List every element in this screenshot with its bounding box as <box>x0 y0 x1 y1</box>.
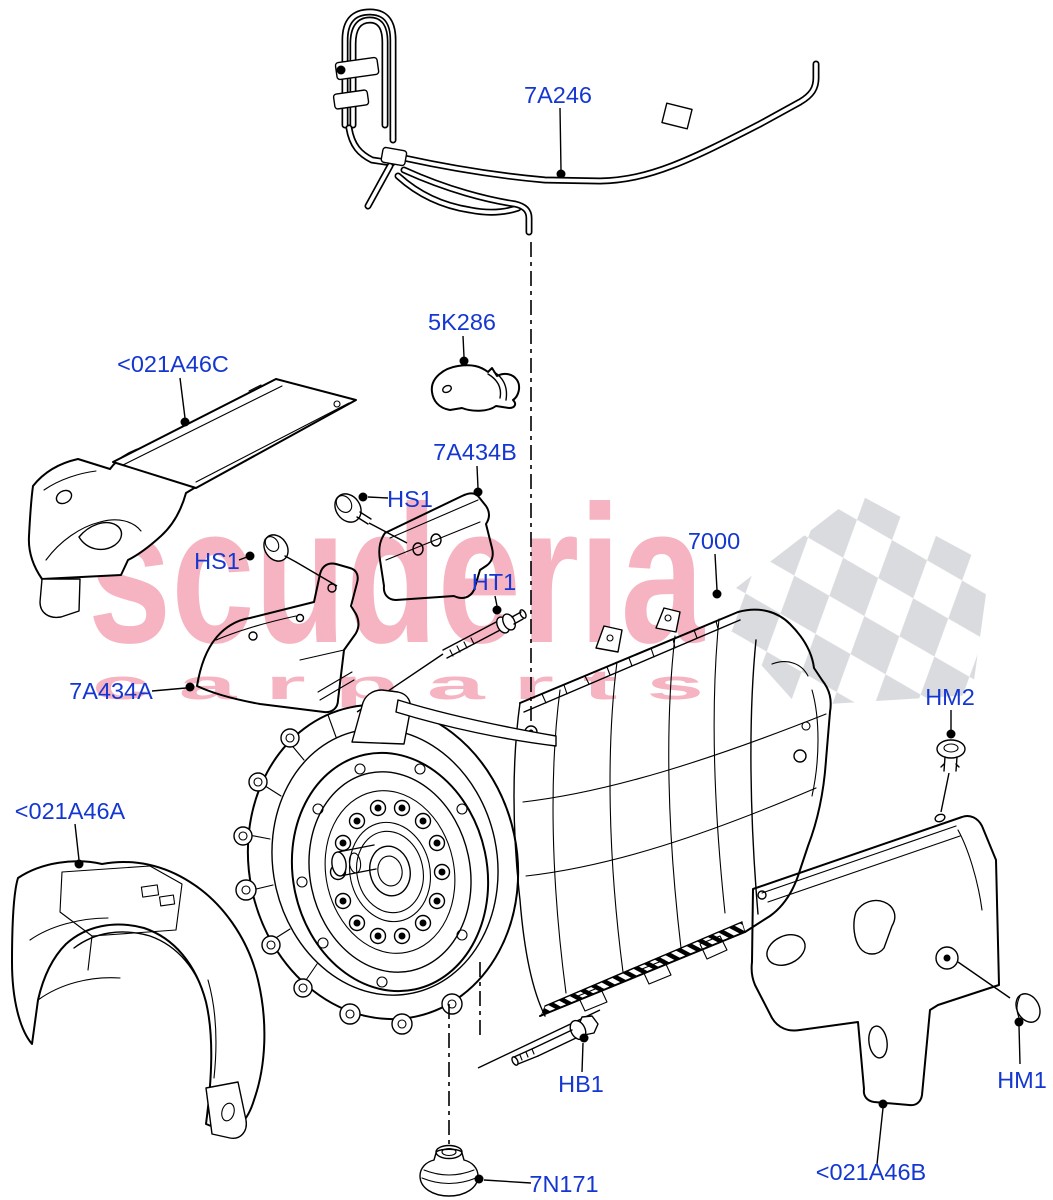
callout-5K286[interactable]: 5K286 <box>428 309 496 335</box>
callout-HT1[interactable]: HT1 <box>472 569 516 595</box>
callout-7A434A[interactable]: 7A434A <box>69 678 153 704</box>
wheel-arch-liner-021A46A-art <box>11 860 266 1139</box>
callout-HM1[interactable]: HM1 <box>997 1067 1047 1093</box>
fluid-line-7A246-art <box>332 8 820 236</box>
torque-converter <box>290 751 490 993</box>
callout-021A46C[interactable]: <021A46C <box>117 351 229 377</box>
flat-heat-shield-panel <box>112 378 357 489</box>
clip-HM2-art <box>936 739 966 813</box>
screw-HS1-upper-art <box>334 493 408 544</box>
heat-shield-021A46B-art <box>750 813 1011 1107</box>
line-clamp <box>332 89 370 110</box>
watermark-layer: scuderia c a r p a r t s <box>88 465 990 708</box>
converter-bolt-ring <box>329 799 451 945</box>
checkered-flag-watermark <box>710 494 990 706</box>
line-clamp <box>334 56 380 81</box>
callouts: 7A246 5K286 <021A46C 7A434B HS1 HS1 HT1 … <box>15 82 1047 1197</box>
callout-HM2[interactable]: HM2 <box>925 684 975 710</box>
line-fitting <box>336 65 346 75</box>
flexplate-holes <box>296 763 468 988</box>
callout-7000[interactable]: 7000 <box>688 528 740 554</box>
stud-HT1-art <box>356 609 527 713</box>
screw-HS1-lower-art <box>263 534 338 587</box>
callout-021A46B[interactable]: <021A46B <box>816 1159 926 1185</box>
bracket-5K286-art <box>430 364 521 412</box>
callout-HS1-lower[interactable]: HS1 <box>194 548 240 574</box>
callout-7A434B[interactable]: 7A434B <box>433 439 517 465</box>
flange-ears <box>233 728 463 1035</box>
callout-7N171[interactable]: 7N171 <box>529 1171 598 1197</box>
callout-021A46A[interactable]: <021A46A <box>15 798 126 824</box>
heat-shield-021A46C-art <box>27 378 357 619</box>
line-junction <box>380 146 408 167</box>
callout-HS1-upper[interactable]: HS1 <box>387 486 433 512</box>
transmission-7000-art <box>233 607 832 1035</box>
line-tag <box>661 102 693 130</box>
flange-struts <box>248 714 337 984</box>
callout-HB1[interactable]: HB1 <box>558 1071 604 1097</box>
bracket-7A434A-art <box>196 562 360 714</box>
drain-plug-7N171-art <box>419 1004 479 1197</box>
bell-housing <box>233 689 557 1035</box>
bolt-HB1-art <box>477 962 601 1069</box>
callout-7A246[interactable]: 7A246 <box>524 82 592 108</box>
bracket-7A434B-art <box>378 492 494 601</box>
